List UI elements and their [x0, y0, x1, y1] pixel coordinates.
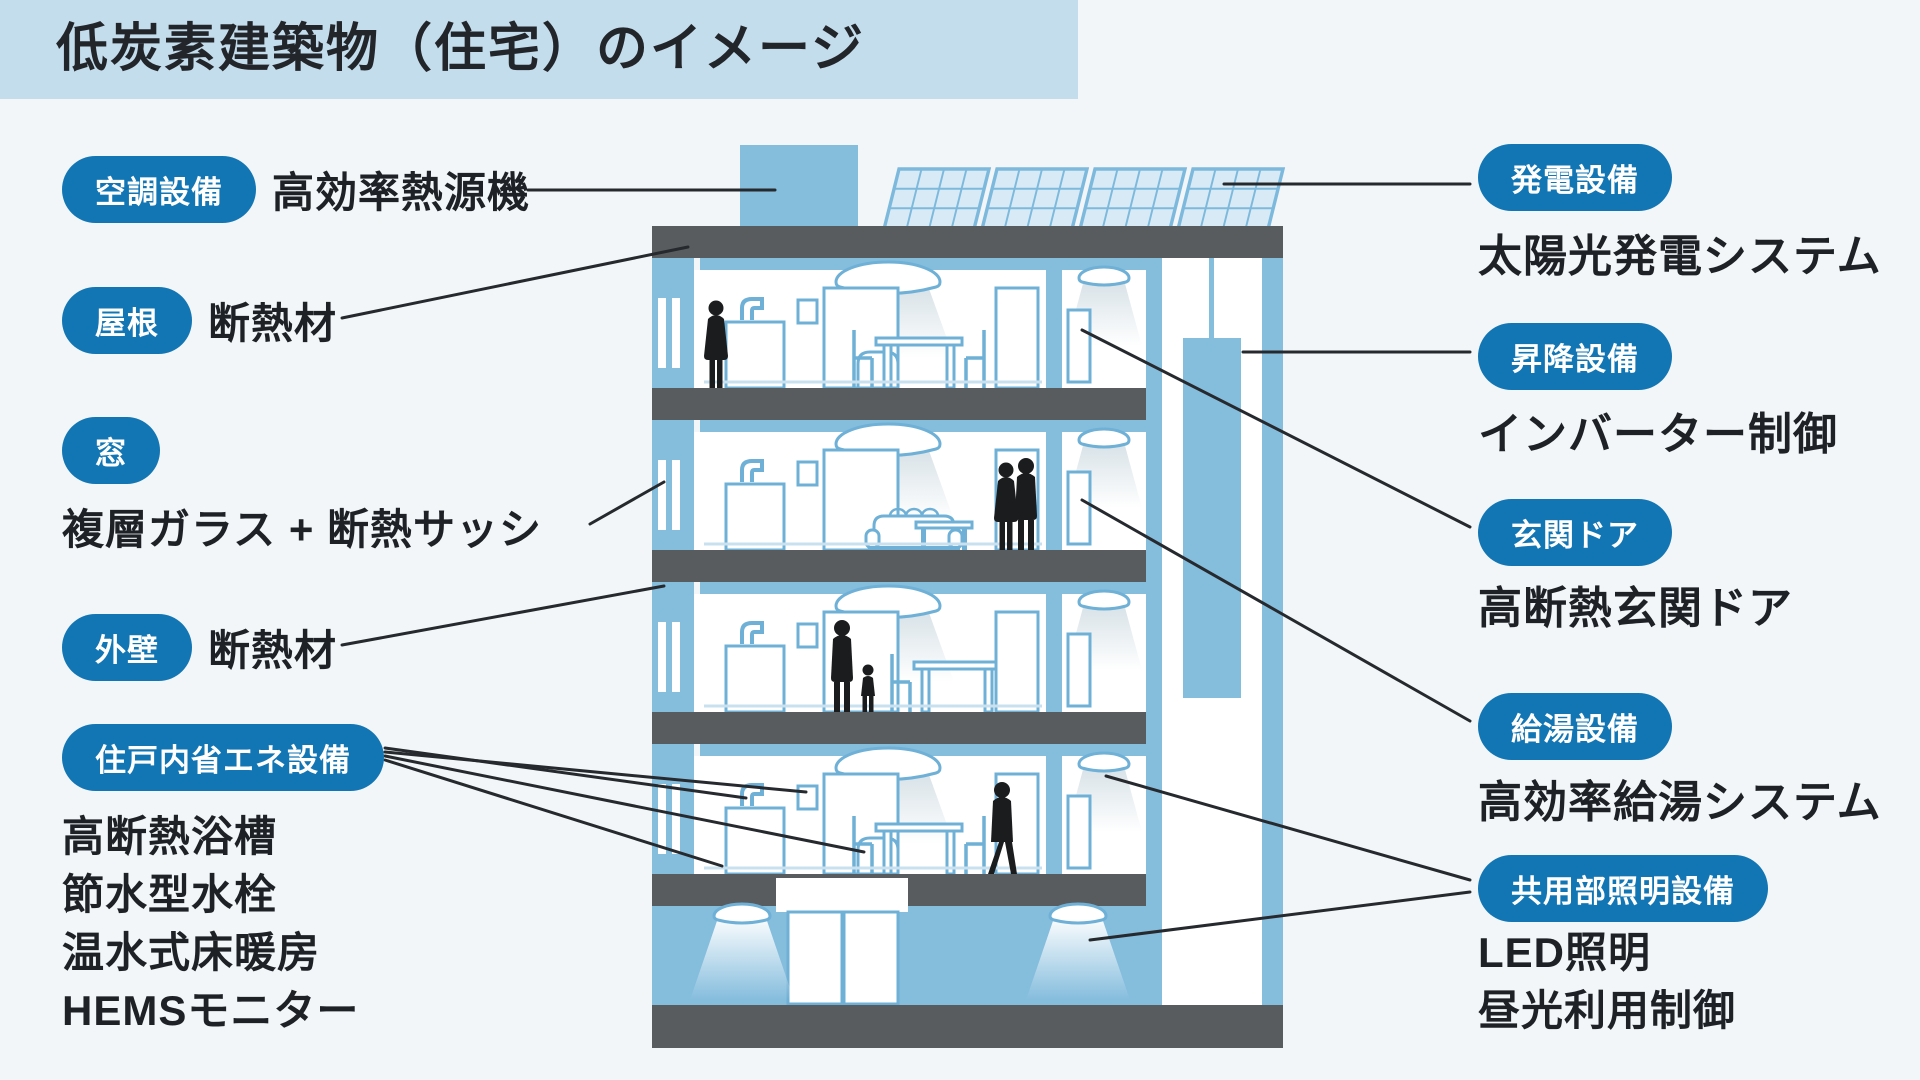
line-entrance-door [1080, 328, 1472, 529]
hems-monitor-icon [796, 622, 819, 649]
line-roof-insulation [340, 245, 690, 320]
list-item: 昼光利用制御 [1478, 987, 1737, 1034]
line-unit-equipment [383, 758, 724, 868]
line-wall-insulation [340, 584, 666, 647]
callout-elevator: 昇降設備 [1478, 323, 1672, 390]
floor-slab [652, 550, 1146, 582]
callout-hot-water: 給湯設備 [1478, 693, 1672, 760]
floor-3f [652, 420, 1146, 582]
callout-window-text: 複層ガラス + 断熱サッシ [62, 496, 542, 557]
floor-4f [652, 258, 1146, 420]
window-glass [672, 460, 680, 530]
callout-hot-water-text: 高効率給湯システム [1478, 766, 1882, 830]
corridor-shaft-wall [1146, 258, 1162, 1005]
entrance-canopy [776, 878, 908, 912]
tag-pill-window: 窓 [62, 417, 160, 484]
entrance-door-leaf [786, 910, 844, 1006]
title-bar: 低炭素建築物（住宅）のイメージ [0, 0, 1078, 99]
tag-pill-unit-energy-saving: 住戸内省エネ設備 [62, 724, 384, 791]
water-heater-panel [1066, 470, 1092, 546]
tag-pill-elevator: 昇降設備 [1478, 323, 1672, 390]
window-glass [658, 622, 666, 692]
entrance-door-leaf [842, 910, 900, 1006]
base-slab [652, 1005, 1283, 1048]
callout-entrance-door-text: 高断熱玄関ドア [1478, 572, 1793, 636]
unit-door [994, 286, 1040, 390]
entrance-level [652, 878, 1283, 1048]
unit-energy-saving-list: 高断熱浴槽 節水型水栓 温水式床暖房 HEMSモニター [62, 808, 359, 1040]
callout-power-generation-text: 太陽光発電システム [1478, 220, 1882, 284]
roof [652, 145, 1286, 258]
tag-pill-entrance-door: 玄関ドア [1478, 499, 1672, 566]
water-heater-panel [1066, 632, 1092, 708]
tag-pill-roof: 屋根 [62, 287, 192, 354]
callout-text-inverter: インバーター制御 [1478, 410, 1838, 459]
tag-pill-power-generation: 発電設備 [1478, 144, 1672, 211]
floor-slab [652, 388, 1146, 420]
water-heater-panel [1066, 308, 1092, 384]
callout-common-lighting: 共用部照明設備 [1478, 855, 1768, 922]
callout-roof: 屋根 断熱材 [62, 287, 337, 354]
callout-lines [340, 182, 1472, 942]
building-shell [652, 258, 1283, 1005]
floor-slab [652, 712, 1146, 744]
exterior-wall-right [1262, 258, 1283, 1005]
tag-pill-common-lighting: 共用部照明設備 [1478, 855, 1768, 922]
callout-text-solar: 太陽光発電システム [1478, 232, 1882, 281]
hems-monitor-icon [796, 460, 819, 487]
list-item: 節水型水栓 [62, 871, 278, 918]
callout-text-heat-source: 高効率熱源機 [272, 169, 531, 216]
window-glass [672, 298, 680, 368]
window-glass [658, 460, 666, 530]
window-glass [672, 622, 680, 692]
callout-elevator-text: インバーター制御 [1478, 398, 1838, 462]
callout-text-wall-insulation: 断熱材 [208, 627, 338, 674]
line-window [588, 480, 666, 526]
elevator-car [1183, 338, 1241, 698]
callout-text-hot-water-system: 高効率給湯システム [1478, 778, 1882, 827]
solar-panel-array [882, 167, 1286, 230]
window-glass [658, 784, 666, 854]
line-unit-equipment [383, 754, 866, 854]
page-title: 低炭素建築物（住宅）のイメージ [56, 20, 865, 78]
list-item: 温水式床暖房 [62, 929, 321, 976]
list-item: LED照明 [1478, 929, 1652, 976]
line-common-lighting [1104, 774, 1472, 882]
callout-unit-energy-saving: 住戸内省エネ設備 [62, 724, 384, 791]
list-item: HEMSモニター [62, 987, 360, 1034]
list-item: 高断熱浴槽 [62, 813, 278, 860]
tag-pill-air-conditioning: 空調設備 [62, 156, 256, 223]
tag-pill-hot-water: 給湯設備 [1478, 693, 1672, 760]
floor-1f [652, 744, 1146, 906]
tag-pill-exterior-wall: 外壁 [62, 614, 192, 681]
hems-monitor-icon [796, 298, 819, 325]
roof-slab [652, 226, 1283, 258]
window-glass [658, 298, 666, 368]
callout-window: 窓 [62, 417, 160, 484]
floor-2f [652, 582, 1146, 744]
line-common-lighting [1088, 890, 1472, 942]
window-glass [672, 784, 680, 854]
heat-source-unit [740, 145, 858, 230]
callout-text-roof-insulation: 断熱材 [208, 300, 338, 347]
common-lighting-list: LED照明 昼光利用制御 [1478, 924, 1736, 1040]
callout-entrance-door: 玄関ドア [1478, 499, 1672, 566]
elevator-cable [1209, 258, 1214, 342]
callout-text-glazing: 複層ガラス + 断熱サッシ [62, 506, 543, 553]
line-hot-water [1080, 498, 1472, 723]
callout-air-conditioning: 空調設備 高効率熱源機 [62, 156, 530, 223]
callout-exterior-wall: 外壁 断熱材 [62, 614, 337, 681]
water-heater-panel [1066, 794, 1092, 870]
hems-monitor-icon [796, 784, 819, 811]
callout-power-generation: 発電設備 [1478, 144, 1672, 211]
callout-text-insulated-door: 高断熱玄関ドア [1478, 584, 1793, 633]
line-unit-equipment [383, 750, 808, 794]
unit-door [994, 610, 1040, 714]
